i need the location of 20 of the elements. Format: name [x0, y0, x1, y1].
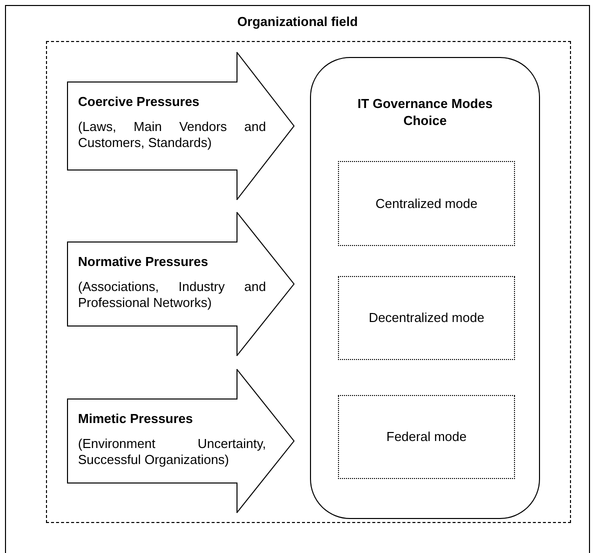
pressure-examples: (Environment Uncertainty, Successful Organizations) — [78, 436, 266, 468]
pressure-panel — [67, 212, 295, 356]
mode-box — [338, 395, 515, 479]
field-title: Organizational field — [237, 13, 358, 31]
pressure-heading: Coercive Pressures — [78, 94, 200, 110]
mode-box — [338, 161, 515, 246]
pressure-examples: (Laws, Main Vendors and Customers, Standards) — [78, 119, 266, 151]
mode-box — [338, 276, 515, 360]
mode-label: Decentralized mode — [368, 309, 484, 328]
mode-label: Federal mode — [386, 428, 467, 446]
field-frame — [5, 5, 590, 553]
pressure-panel — [67, 369, 295, 513]
dashed-boundary — [46, 41, 571, 523]
mode-label: Centralized mode — [376, 194, 478, 213]
panel-heading: IT Governance Modes Choice — [356, 95, 494, 129]
pressure-heading: Normative Pressures — [78, 254, 210, 270]
pressure-heading: Mimetic Pressures — [78, 411, 194, 427]
pressure-examples: (Associations, Industry and Professional Networks) — [78, 279, 266, 311]
rounded-panel — [310, 57, 540, 519]
pressure-panel — [67, 52, 295, 200]
